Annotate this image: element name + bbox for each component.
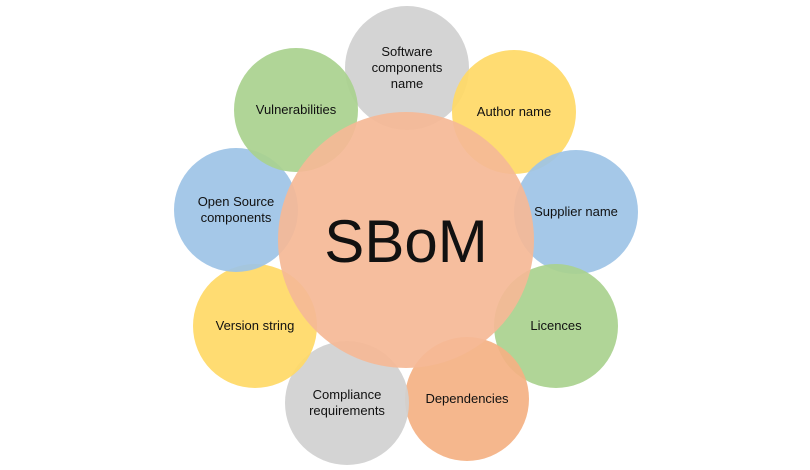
software-components-name-label-line: Software [381,44,432,59]
vulnerabilities-label-line: Vulnerabilities [256,102,337,117]
version-string-label-line: Version string [216,318,295,333]
center-circle [278,112,534,368]
software-components-name-label-line: name [391,76,424,91]
author-name-label-line: Author name [477,104,551,119]
licences-label-line: Licences [530,318,582,333]
dependencies-circle [405,337,529,461]
outer-circles [174,6,638,465]
supplier-name-circle [514,150,638,274]
center-label: SBoM [324,208,487,275]
version-string-label: Version string [216,318,295,333]
supplier-name-label: Supplier name [534,204,618,219]
supplier-name-label-line: Supplier name [534,204,618,219]
software-components-name-circle [345,6,469,130]
compliance-requirements-label-line: Compliance [313,387,382,402]
dependencies-label-line: Dependencies [425,391,509,406]
compliance-requirements-circle [285,341,409,465]
version-string-circle [193,264,317,388]
software-components-name-label-line: components [372,60,443,75]
vulnerabilities-label: Vulnerabilities [256,102,337,117]
open-source-components-label-line: components [201,210,272,225]
licences-circle [494,264,618,388]
open-source-components-circle [174,148,298,272]
licences-label: Licences [530,318,582,333]
dependencies-label: Dependencies [425,391,509,406]
open-source-components-label-line: Open Source [198,194,275,209]
author-name-label: Author name [477,104,551,119]
compliance-requirements-label-line: requirements [309,403,385,418]
